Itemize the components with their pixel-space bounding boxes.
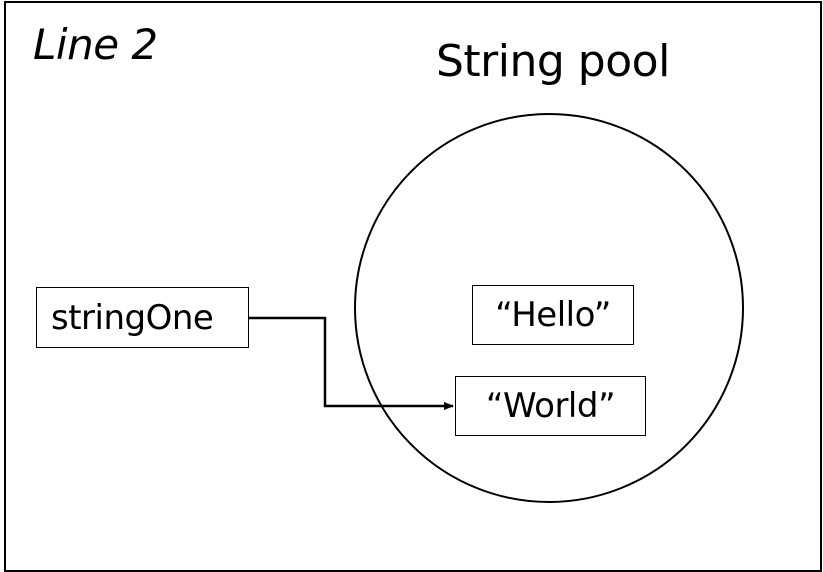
string-pool-title: String pool [436,36,670,87]
variable-box-stringOne: stringOne [36,287,249,348]
step-label: Line 2 [33,20,158,69]
string-literal-text: “Hello” [495,295,611,335]
string-pool-circle [354,113,744,503]
diagram-frame [4,1,822,572]
variable-name: stringOne [51,297,214,338]
string-literal-world: “World” [455,376,646,436]
string-literal-hello: “Hello” [472,285,634,345]
reference-arrow [249,316,454,410]
string-literal-text: “World” [485,386,616,426]
